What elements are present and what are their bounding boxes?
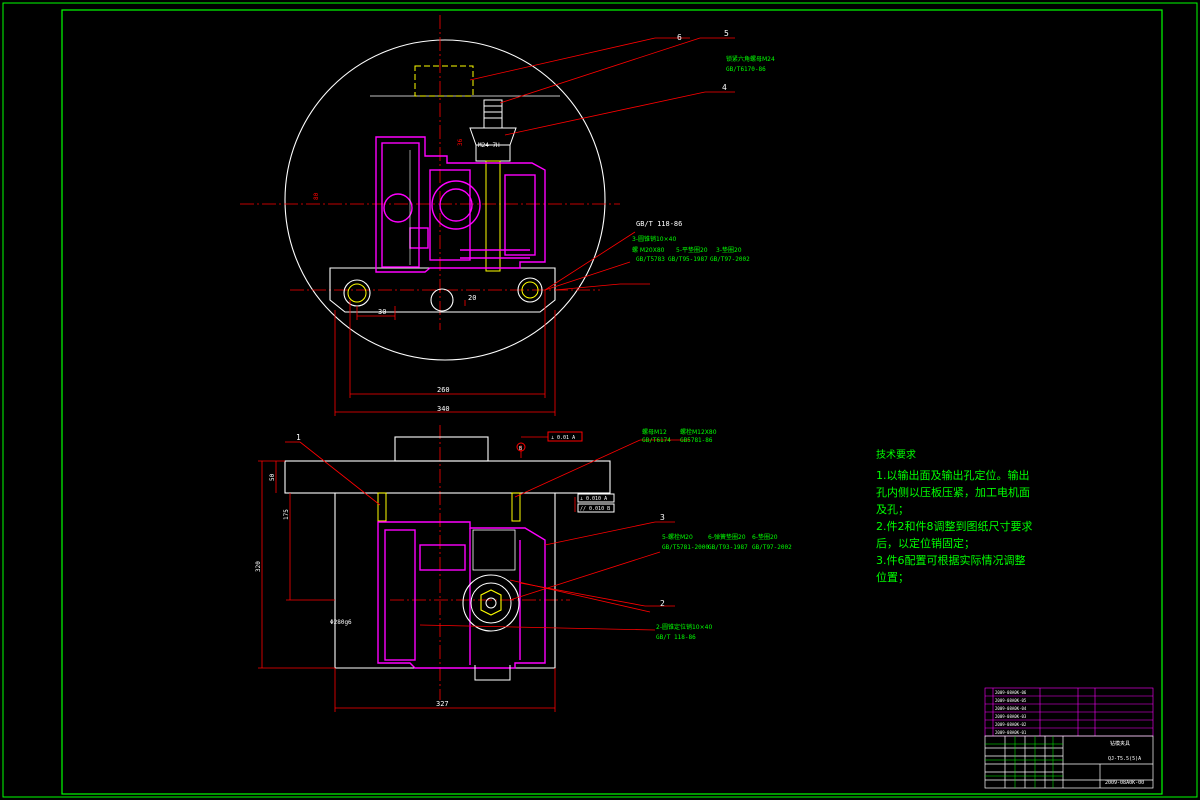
tb-row-4: 2009-08A0K-03	[995, 714, 1027, 719]
dim-327: 327	[436, 700, 449, 708]
dim-36: 36	[457, 138, 464, 146]
leader-2-label: 2	[660, 599, 665, 608]
tech-req-line-2: 孔内侧以压板压紧，加工电机面	[876, 485, 1030, 499]
tolerance-b: // 0.010 B	[580, 506, 610, 512]
bolt-row-m20: 5-螺栓M20	[662, 533, 693, 541]
datum-b: B	[519, 446, 522, 452]
bolt-row-spring-washer: 6-弹簧垫圈20	[708, 533, 746, 541]
dim-260: 260	[437, 386, 450, 394]
tb-row-6: 2009-08A0K-01	[995, 730, 1027, 735]
dim-30: 30	[378, 308, 386, 316]
leader-3-label: 3	[660, 513, 665, 522]
bolt-m12-note: 螺栓M12X80	[680, 428, 717, 436]
dim-320: 320	[255, 561, 262, 572]
std-gb95: GB/T95-1987	[668, 256, 708, 263]
title-block: 2009-08A0K-06 2009-08A0K-05 2009-08A0K-0…	[984, 687, 1154, 789]
nut-m24-std: GB/T6170-86	[726, 66, 766, 73]
tech-req-title: 技术要求	[876, 448, 916, 461]
std-washer-3: 3-垫圈20	[716, 246, 742, 254]
dim-20: 20	[468, 294, 476, 302]
std-bolt-m20: 螺 M20X80	[632, 246, 665, 254]
dim-50: 50	[269, 473, 276, 481]
leader-4-label: 4	[722, 83, 727, 92]
tb-row-3: 2009-08A0K-04	[995, 706, 1027, 711]
pin-std: GB/T 118-86	[656, 634, 696, 641]
nut-m24-note: 锁紧六角螺母M24	[726, 55, 775, 63]
tech-req-line-1: 1.以输出面及输出孔定位。输出	[876, 468, 1030, 482]
bolt-row-gb5781: GB/T5781-2000	[662, 544, 709, 551]
gearbox-front-section	[377, 521, 546, 669]
pin-note: 2-圆锥定位销10×40	[656, 623, 712, 631]
fixture-body	[334, 493, 556, 669]
technical-requirements: 技术要求 1.以输出面及输出孔定位。输出 孔内侧以压板压紧，加工电机面 及孔； …	[876, 448, 1033, 584]
tb-row-1: 2009-08A0K-06	[995, 690, 1027, 695]
tech-req-line-4: 2.件2和件8调整到图纸尺寸要求	[876, 519, 1033, 533]
tb-drawing-no: 2009-08A0K-00	[1105, 780, 1144, 786]
tb-drawing-sub: QJ-T5.5(5)A	[1108, 756, 1141, 762]
turntable-circle	[284, 39, 606, 361]
tolerance-a: ⊥ 0.010 A	[580, 496, 607, 502]
std-gb5783: GB/T5783	[636, 256, 665, 263]
tech-req-line-6: 3.件6配置可根据实际情况调整	[876, 553, 1026, 567]
leader-5-label: 5	[724, 29, 729, 38]
leader-6-label: 6	[677, 33, 682, 42]
std-gbt118: GB/T 118-86	[636, 220, 682, 228]
dim-340: 340	[437, 405, 450, 413]
thread-dim: M24-7H	[478, 142, 500, 149]
tech-req-line-5: 后，以定位销固定；	[876, 536, 975, 550]
tb-row-2: 2009-08A0K-05	[995, 698, 1027, 703]
front-view: 1 3 2 螺母M12 GB/T6174 螺栓M12X80 GB5781-86 …	[255, 425, 792, 712]
part-6-hidden-outline	[414, 65, 474, 97]
drawing-frame	[61, 9, 1163, 795]
nut-m12-note: 螺母M12	[642, 428, 667, 436]
tb-drawing-name: 钻模夹具	[1110, 740, 1130, 747]
dim-175: 175	[283, 509, 290, 520]
dim-phi280: Φ280g6	[330, 619, 352, 626]
nut-m12-std: GB/T6174	[642, 437, 671, 444]
top-view: 6 5 4 锁紧六角螺母M24 GB/T6170-86 M24-7H 36 80…	[240, 15, 775, 416]
bolt-row-gb93: GB/T93-1987	[708, 544, 748, 551]
tolerance-top: ⊥ 0.01 A	[551, 435, 575, 441]
leader-1-label: 1	[296, 433, 301, 442]
bolt-m12-std: GB5781-86	[680, 437, 713, 444]
tech-req-line-7: 位置；	[876, 570, 909, 584]
std-washer-5: 5-平垫圈20	[676, 246, 708, 254]
std-taper-pin: 3-圆锥销10×40	[632, 235, 676, 243]
bolt-row-washer: 6-垫圈20	[752, 533, 778, 541]
fixture-top-plate	[284, 460, 611, 494]
dim-80: 80	[313, 192, 320, 200]
base-bracket	[329, 267, 556, 313]
tb-row-5: 2009-08A0K-02	[995, 722, 1027, 727]
bolt-row-gb97: GB/T97-2002	[752, 544, 792, 551]
tech-req-line-3: 及孔；	[876, 503, 909, 516]
gearbox-top-section	[375, 136, 546, 273]
std-gb97: GB/T97-2002	[710, 256, 750, 263]
